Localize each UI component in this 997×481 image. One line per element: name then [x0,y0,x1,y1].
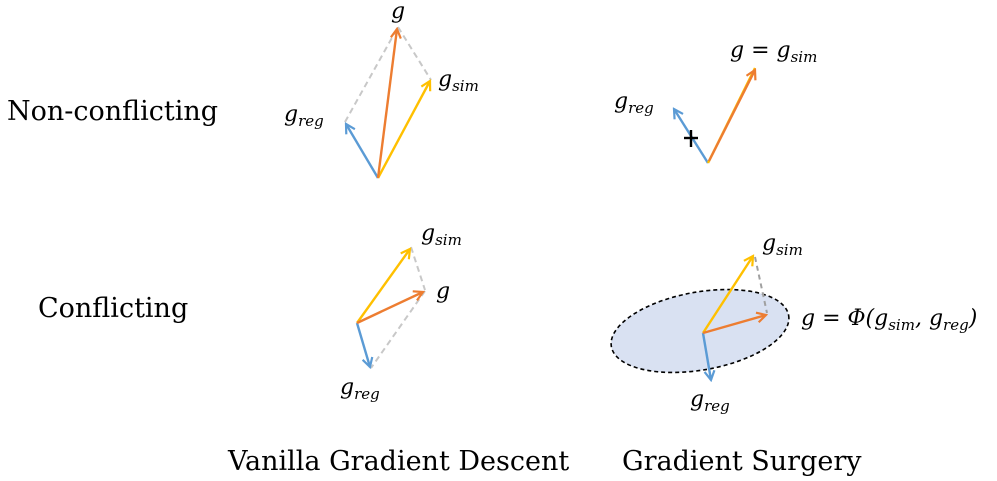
column-label-vanilla: Vanilla Gradient Descent [227,446,569,477]
dashed-parallelogram-edge [370,290,426,369]
g-sim-label: gsim [421,221,462,249]
vanilla-conflicting-panel: gsim g greg [340,221,462,403]
g-label: g [436,279,450,304]
g-vector [707,70,755,162]
g-reg-vector [346,124,380,179]
g-reg-label: greg [284,102,324,130]
g-sim-vector [376,81,430,179]
g-equals-phi-label: g = Φ(gsim, greg) [801,306,977,334]
g-sim-vector [356,249,410,324]
g-reg-vector [701,332,711,380]
dashed-parallelogram-edge [410,246,426,291]
column-label-surgery: Gradient Surgery [622,446,862,477]
dashed-parallelogram-edge [397,26,432,81]
g-reg-vector [355,322,370,367]
dashed-projection-edge [754,256,768,314]
g-reg-label: greg [690,387,730,415]
cross-icon [684,130,698,147]
row-label-conflicting: Conflicting [38,293,188,324]
g-reg-label: greg [614,89,654,117]
g-sim-label: gsim [438,67,479,95]
g-reg-label: greg [340,375,380,403]
row-label-non-conflicting: Non-conflicting [7,96,218,127]
g-label: g [391,0,405,24]
g-sim-label: gsim [762,231,803,259]
g-vector [376,29,397,179]
g-vector [356,292,423,325]
g-equals-gsim-label: g = gsim [730,38,817,66]
surgery-conflicting-panel: gsim g = Φ(gsim, greg) greg [610,231,977,415]
projection-ellipse [610,288,790,374]
surgery-nonconflicting-panel: g = gsim greg [614,38,817,164]
vanilla-nonconflicting-panel: g gsim greg [284,0,479,179]
g-vector [702,315,766,335]
dashed-parallelogram-edge [344,26,399,123]
g-sim-vector [701,256,753,334]
